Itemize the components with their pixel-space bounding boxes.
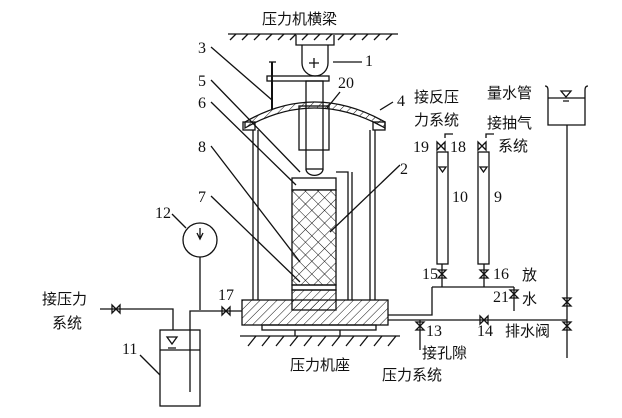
cell-top-flange-right (372, 121, 386, 131)
label-6: 6 (198, 95, 206, 112)
label-7: 7 (198, 189, 206, 206)
top-cap (291, 177, 337, 191)
valves-15-16-21[interactable] (436, 269, 520, 299)
to-pressure-label-2: 系统 (52, 314, 82, 332)
label-10: 10 (452, 189, 468, 206)
burette-9 (477, 151, 490, 265)
label-17: 17 (218, 287, 234, 304)
label-18: 18 (450, 139, 466, 156)
label-16: 16 (493, 266, 509, 283)
drain-tube (336, 171, 353, 300)
label-12: 12 (155, 205, 171, 222)
leader-lines (210, 46, 401, 283)
water-level-icon (165, 336, 179, 349)
cell-wall (252, 130, 376, 300)
pressure-tank (159, 329, 201, 407)
label-5: 5 (198, 73, 206, 90)
ground-hatch (240, 330, 400, 347)
drain-valves[interactable] (561, 297, 573, 331)
label-8: 8 (198, 139, 206, 156)
label-11: 11 (122, 341, 137, 358)
crossbar (266, 75, 330, 82)
loading-head (295, 35, 362, 77)
piston-ball (305, 168, 324, 176)
pore-pipes (388, 319, 567, 350)
cell-top-cap (244, 101, 386, 130)
back-pressure-label-1: 接反压 (414, 88, 459, 106)
base-plate (261, 324, 377, 331)
piston-rod (305, 80, 324, 170)
label-19: 19 (413, 139, 429, 156)
pore-label-1: 接孔隙 (422, 344, 467, 362)
label-13: 13 (426, 323, 442, 340)
base-label: 压力机座 (290, 356, 350, 374)
valve-17[interactable] (221, 305, 231, 317)
label-15: 15 (422, 266, 438, 283)
release-label-1: 放 (522, 266, 537, 284)
crossbeam-hatch (228, 33, 398, 41)
bushing-20 (298, 105, 330, 151)
burette-10 (436, 151, 449, 265)
vacuum-label-2: 系统 (498, 137, 528, 155)
pin-3 (269, 61, 276, 110)
label-2: 2 (400, 161, 408, 178)
pressure-pipes (100, 257, 242, 392)
crossbeam-label: 压力机横梁 (262, 10, 337, 28)
label-4: 4 (397, 93, 405, 110)
to-pressure-label-1: 接压力 (42, 290, 87, 308)
burette-pipes (388, 264, 515, 316)
porous-stone (291, 284, 337, 291)
valve-inlet[interactable] (111, 303, 121, 315)
cell-base (241, 299, 389, 326)
valves-18-19[interactable] (436, 140, 487, 152)
soil-specimen (291, 189, 337, 286)
measuring-tube-label: 量水管 (487, 84, 532, 102)
label-14: 14 (477, 323, 493, 340)
valve-14[interactable] (479, 314, 489, 326)
valve-13[interactable] (414, 321, 426, 331)
release-label-2: 水 (522, 290, 537, 308)
label-3: 3 (198, 40, 206, 57)
measuring-tank (544, 85, 589, 126)
label-20: 20 (338, 75, 354, 92)
back-pressure-label-2: 力系统 (414, 111, 459, 129)
label-21: 21 (493, 289, 509, 306)
pore-label-2: 压力系统 (382, 366, 442, 384)
drain-valve-label: 排水阀 (505, 322, 550, 340)
gauge-needle (196, 228, 204, 241)
label-1: 1 (365, 53, 373, 70)
vacuum-label-1: 接抽气 (487, 114, 532, 132)
label-9: 9 (494, 189, 502, 206)
